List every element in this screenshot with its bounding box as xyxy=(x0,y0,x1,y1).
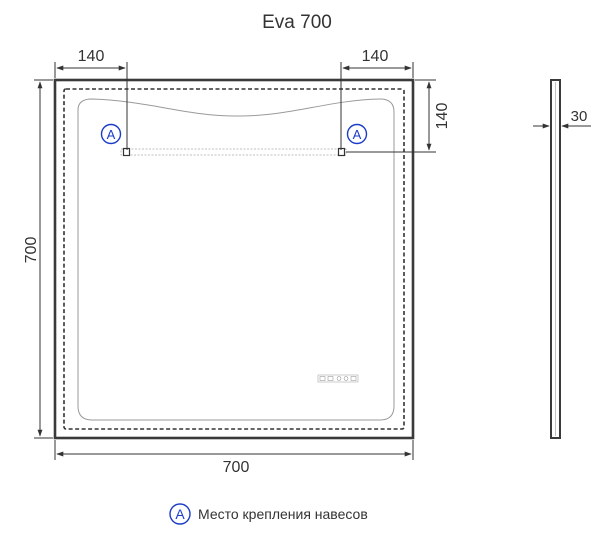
dimension-right-vertical-value: 140 xyxy=(434,103,451,130)
dimension-top-right-value: 140 xyxy=(362,48,389,65)
mounting-marker-right: A xyxy=(346,123,368,145)
legend: A Место крепления навесов xyxy=(169,503,368,525)
dimension-width xyxy=(54,440,414,460)
mirror-glass-outline xyxy=(77,98,395,421)
touch-control-panel xyxy=(317,374,359,383)
legend-marker-circle xyxy=(169,503,191,525)
marker-right-label: A xyxy=(353,127,362,142)
dimension-top-left-value: 140 xyxy=(78,48,105,65)
dimension-top-left xyxy=(54,62,128,150)
marker-left-label: A xyxy=(107,127,116,142)
led-strip-outline xyxy=(63,88,405,430)
dimension-top-right xyxy=(340,62,414,150)
legend-text: Место крепления навесов xyxy=(198,506,368,522)
dimension-height xyxy=(34,79,53,439)
dimension-depth-value: 30 xyxy=(571,108,588,125)
legend-marker-label: A xyxy=(175,506,185,522)
dimension-right-vertical xyxy=(346,79,436,153)
mounting-marker-left: A xyxy=(100,123,122,145)
dimension-width-value: 700 xyxy=(223,459,250,476)
drawing-title: Eva 700 xyxy=(262,12,332,33)
dimension-height-value: 700 xyxy=(23,237,40,264)
